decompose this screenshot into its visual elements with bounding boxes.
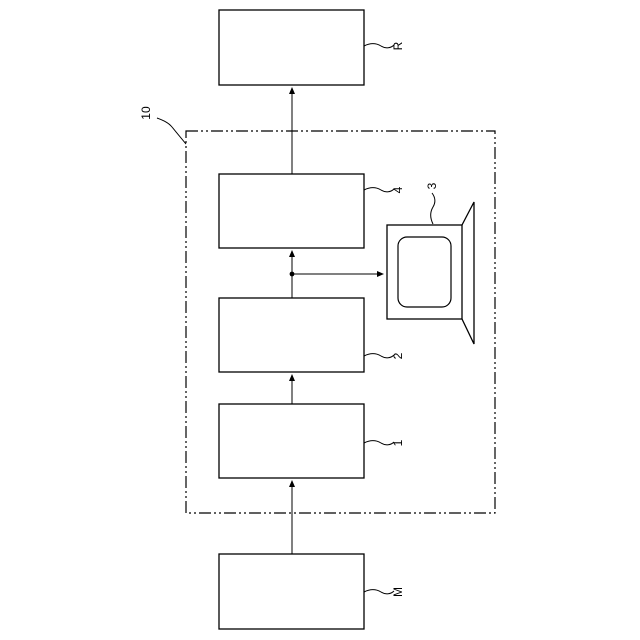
label-r: R — [391, 41, 405, 50]
block-m — [219, 554, 364, 629]
block-1 — [219, 404, 364, 478]
block-4 — [219, 174, 364, 248]
label-2: 2 — [391, 352, 405, 359]
monitor-screen — [398, 237, 451, 307]
leader-line-10 — [157, 118, 186, 144]
leader-line-1 — [364, 441, 394, 445]
leader-line-m — [364, 590, 394, 594]
label-1: 1 — [391, 439, 405, 446]
monitor-back — [462, 202, 474, 344]
leader-line-r — [364, 44, 394, 48]
label-4: 4 — [391, 186, 405, 193]
label-3: 3 — [425, 182, 439, 189]
block-2 — [219, 298, 364, 372]
leader-line-3 — [431, 193, 435, 224]
label-10: 10 — [139, 106, 153, 120]
label-m: M — [391, 587, 405, 597]
monitor-icon — [387, 202, 474, 344]
block-r — [219, 10, 364, 85]
leader-line-4 — [364, 188, 394, 192]
leader-line-2 — [364, 354, 394, 358]
